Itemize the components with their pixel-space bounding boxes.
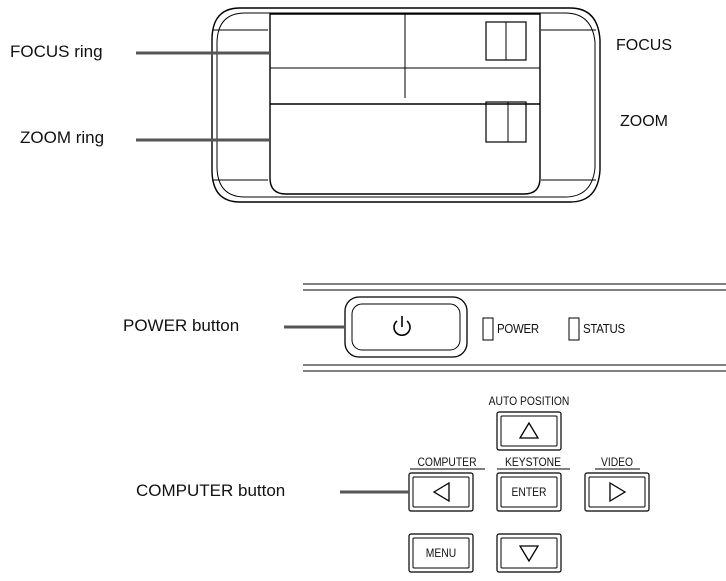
status-indicator-lamp [568,317,580,341]
power-icon [393,316,411,336]
computer-left-button[interactable] [408,472,474,512]
video-label: VIDEO [600,455,634,469]
triangle-up-icon [518,421,540,439]
video-right-button[interactable] [584,472,650,512]
status-indicator-label: STATUS [583,321,625,336]
focus-ring-label: FOCUS ring [10,42,103,61]
computer-label: COMPUTER [417,455,477,469]
lens-housing [211,7,601,203]
keystone-label: KEYSTONE [504,455,562,469]
triangle-right-icon [609,481,627,503]
power-indicator-label: POWER [497,321,539,336]
auto-position-up-button[interactable] [496,411,562,451]
auto-position-label: AUTO POSITION [488,394,570,408]
control-panel-strip [303,283,726,372]
zoom-label: ZOOM [620,113,668,130]
triangle-down-icon [518,545,540,563]
power-indicator-lamp [482,317,494,341]
triangle-left-icon [432,481,450,503]
menu-label: MENU [425,546,457,560]
focus-label: FOCUS [616,37,672,54]
menu-button[interactable] [408,533,474,573]
power-button[interactable] [344,296,468,358]
enter-label: ENTER [511,485,547,499]
keystone-enter-button[interactable] [496,472,562,512]
computer-button-label: COMPUTER button [136,481,286,500]
power-button-label: POWER button [123,316,240,335]
down-button[interactable] [496,533,562,573]
zoom-ring-label: ZOOM ring [20,128,105,147]
